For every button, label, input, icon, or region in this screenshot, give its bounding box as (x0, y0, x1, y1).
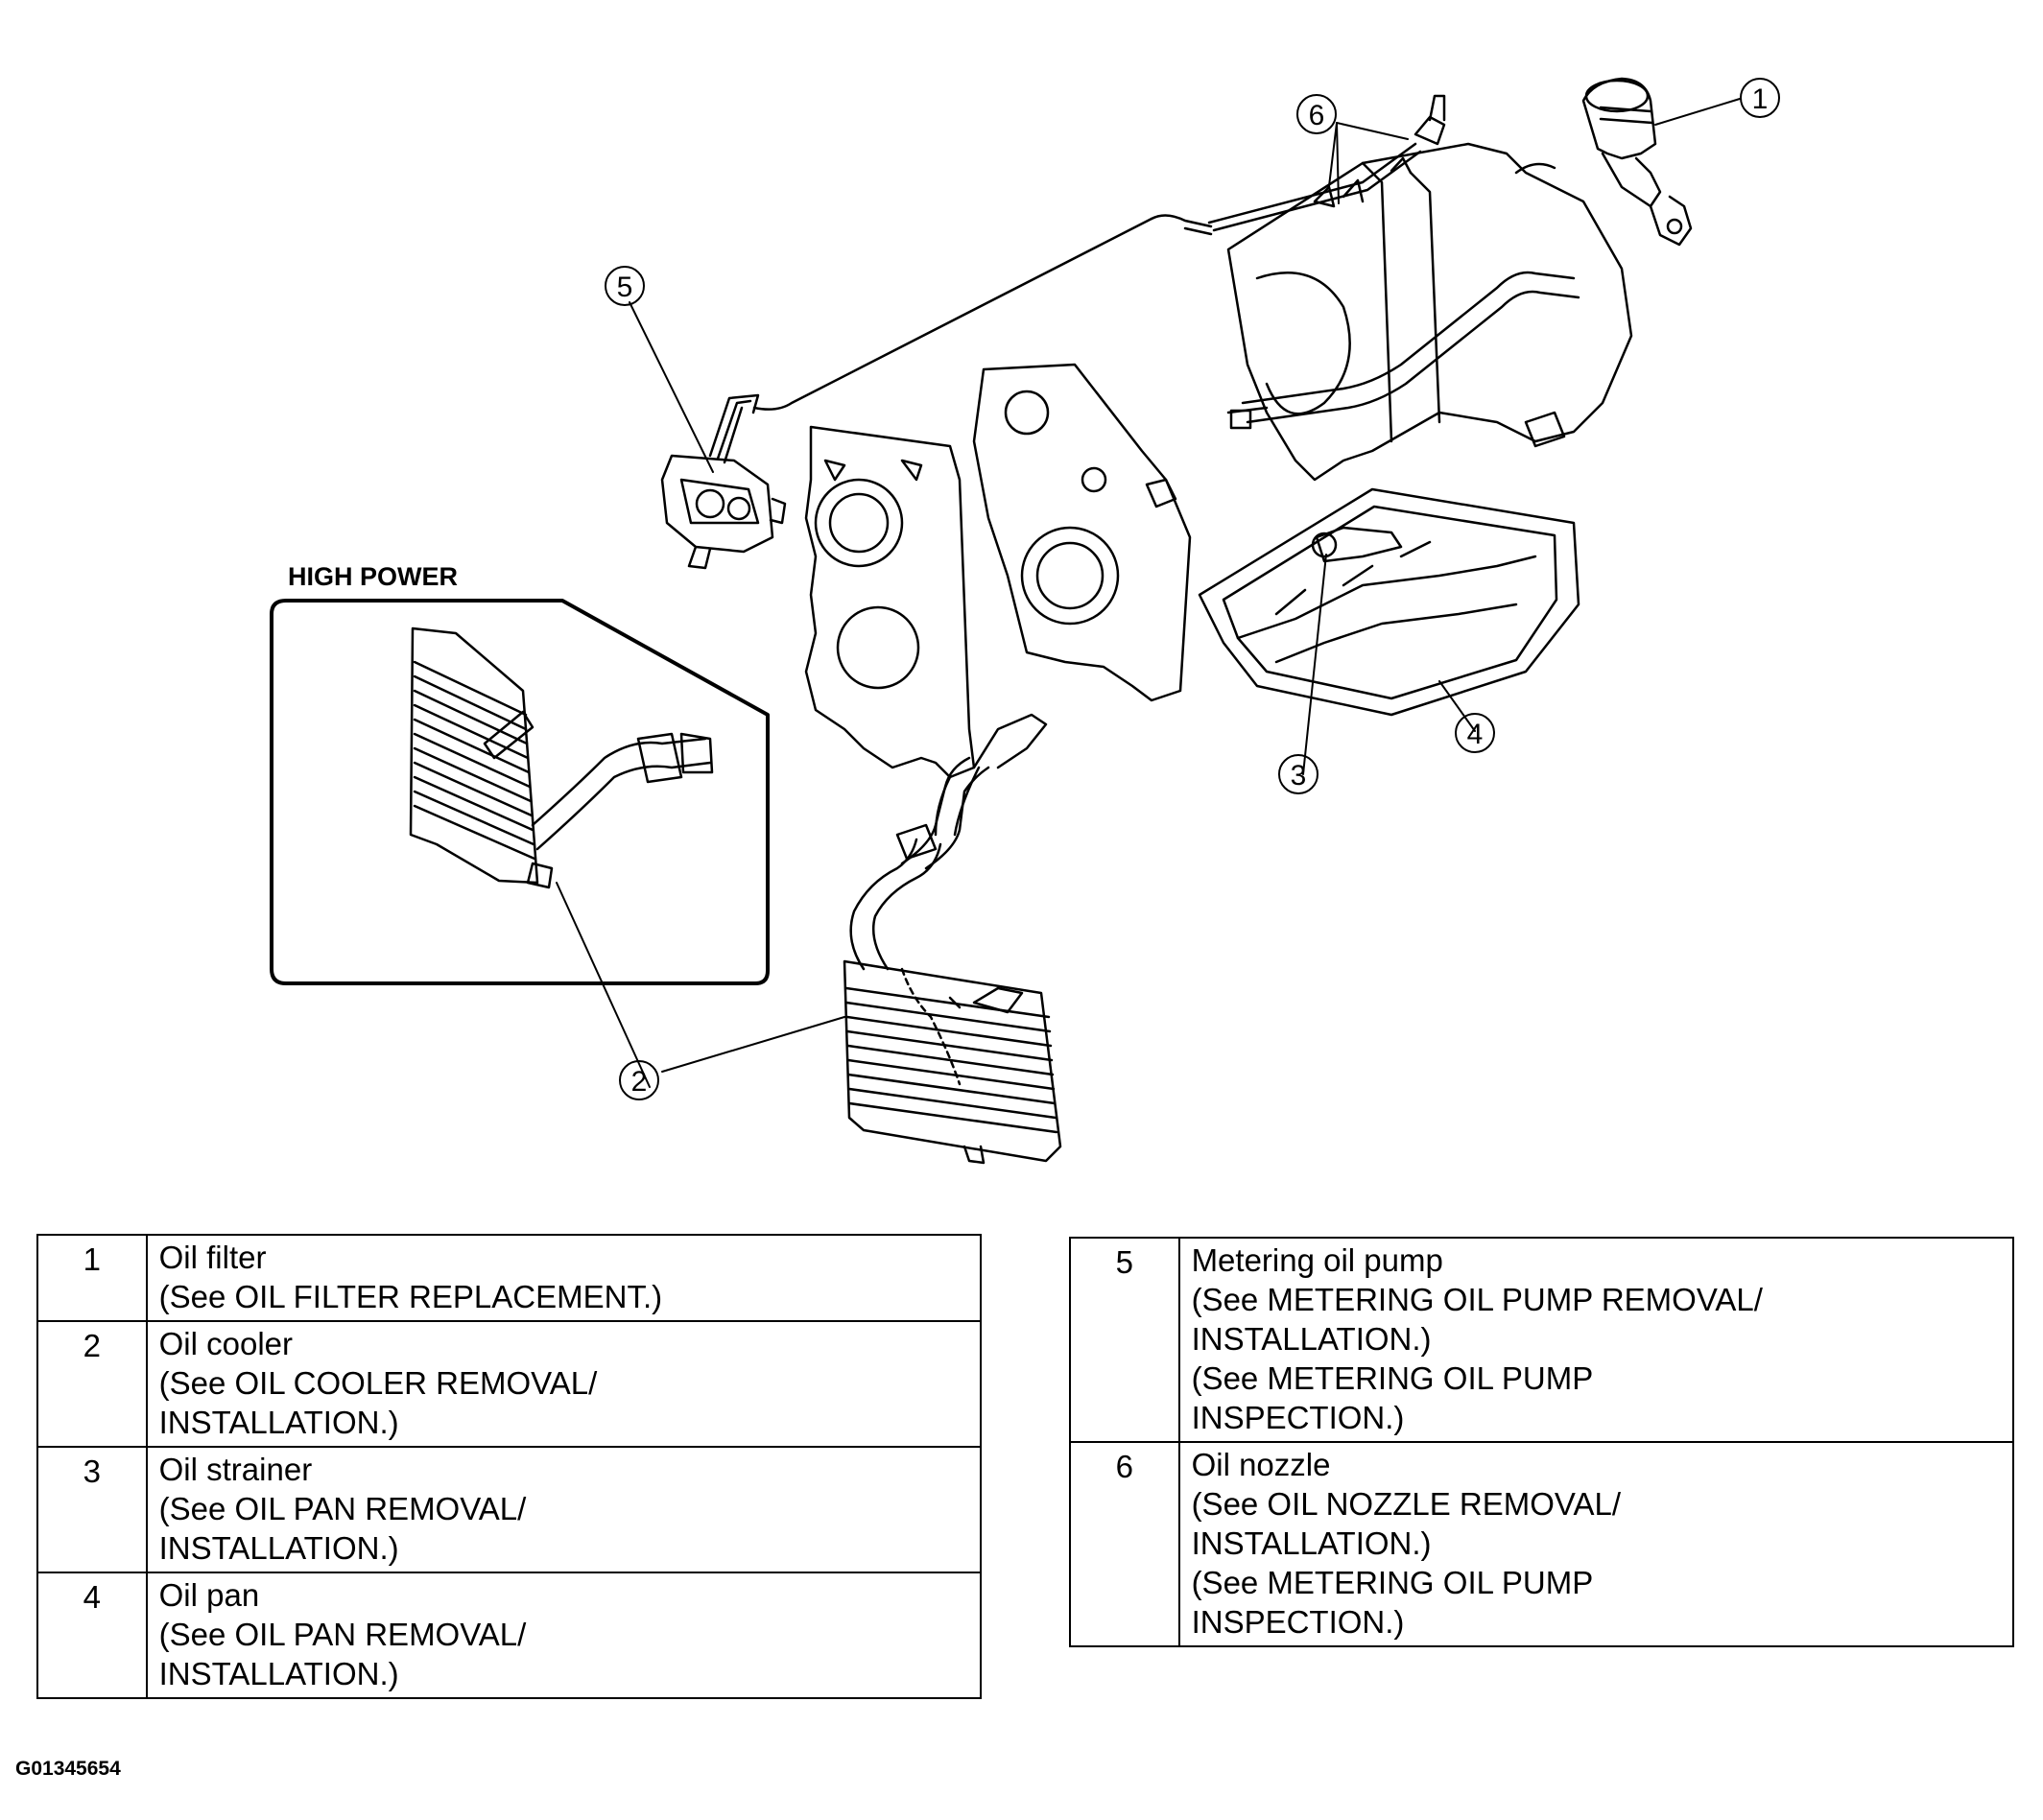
callout-label-1: 1 (1752, 83, 1769, 115)
item-reference: (See OIL PAN REMOVAL/ (158, 1617, 527, 1652)
item-name: Oil nozzle (1191, 1447, 1331, 1482)
table-row: 6 Oil nozzle (See OIL NOZZLE REMOVAL/ IN… (1069, 1441, 2015, 1647)
callout-circle-1 (1740, 78, 1780, 118)
item-number: 4 (36, 1572, 148, 1699)
item-reference: INSPECTION.) (1191, 1400, 1405, 1435)
item-description: Oil nozzle (See OIL NOZZLE REMOVAL/ INST… (1177, 1441, 2015, 1647)
item-reference: INSTALLATION.) (158, 1656, 399, 1691)
item-description: Metering oil pump (See METERING OIL PUMP… (1177, 1237, 2015, 1443)
item-number: 2 (36, 1320, 148, 1448)
item-description: Oil filter (See OIL FILTER REPLACEMENT.) (145, 1234, 983, 1322)
item-name: Oil strainer (158, 1452, 313, 1487)
oil-filter (1581, 77, 1693, 247)
callout-circle-3 (1278, 754, 1318, 794)
item-name: Oil cooler (158, 1326, 294, 1361)
table-row: 4 Oil pan (See OIL PAN REMOVAL/ INSTALLA… (36, 1572, 983, 1699)
item-reference: (See OIL COOLER REMOVAL/ (158, 1365, 598, 1401)
callout-circle-5 (605, 266, 645, 306)
item-name: Metering oil pump (1191, 1242, 1443, 1278)
callout-label-4: 4 (1467, 719, 1484, 750)
item-number: 1 (36, 1234, 148, 1322)
oil-nozzles (1207, 94, 1446, 232)
item-number: 3 (36, 1446, 148, 1573)
item-name: Oil pan (158, 1577, 260, 1613)
oil-pan (1198, 487, 1580, 717)
high-power-inset-title: HIGH POWER (288, 562, 458, 591)
table-row: 2 Oil cooler (See OIL COOLER REMOVAL/ IN… (36, 1320, 983, 1448)
item-reference: INSTALLATION.) (158, 1405, 399, 1440)
callout-label-2: 2 (631, 1066, 648, 1098)
item-reference: (See OIL PAN REMOVAL/ (158, 1491, 527, 1526)
high-power-inset-frame (270, 599, 770, 985)
engine-housings (804, 363, 1192, 837)
figure-code: G01345654 (15, 1758, 121, 1780)
exploded-diagram: 1 6 5 2 3 4 HIGH POWER (270, 77, 1780, 1165)
item-description: Oil pan (See OIL PAN REMOVAL/ INSTALLATI… (145, 1572, 983, 1699)
item-name: Oil filter (158, 1240, 267, 1275)
callout-circle-4 (1455, 713, 1495, 753)
oil-cooler-main (843, 756, 1062, 1165)
legend-table-right: 5 Metering oil pump (See METERING OIL PU… (1069, 1237, 2015, 1647)
table-row: 3 Oil strainer (See OIL PAN REMOVAL/ INS… (36, 1446, 983, 1573)
callout-label-6: 6 (1309, 100, 1325, 131)
item-reference: INSPECTION.) (1191, 1604, 1405, 1640)
callout-label-3: 3 (1291, 760, 1307, 792)
item-reference: (See METERING OIL PUMP (1191, 1565, 1594, 1600)
callout-circles (605, 78, 1780, 1100)
item-reference: INSTALLATION.) (158, 1530, 399, 1566)
item-reference: (See METERING OIL PUMP REMOVAL/ (1191, 1282, 1763, 1317)
item-reference: (See OIL NOZZLE REMOVAL/ (1191, 1486, 1622, 1522)
item-number: 6 (1069, 1441, 1180, 1647)
table-row: 5 Metering oil pump (See METERING OIL PU… (1069, 1237, 2015, 1443)
item-description: Oil strainer (See OIL PAN REMOVAL/ INSTA… (145, 1446, 983, 1573)
item-description: Oil cooler (See OIL COOLER REMOVAL/ INST… (145, 1320, 983, 1448)
callout-label-5: 5 (617, 272, 633, 303)
item-reference: INSTALLATION.) (1191, 1321, 1432, 1357)
item-number: 5 (1069, 1237, 1180, 1443)
rotor-housing-assembly (1226, 142, 1633, 482)
oil-cooler-inset (409, 626, 714, 889)
item-reference: (See METERING OIL PUMP (1191, 1360, 1594, 1396)
callout-circle-2a (619, 1060, 659, 1100)
leader-lines (556, 98, 1741, 1088)
callout-circle-6 (1296, 94, 1337, 134)
metering-oil-pump (660, 214, 1213, 570)
table-row: 1 Oil filter (See OIL FILTER REPLACEMENT… (36, 1234, 983, 1322)
legend-table-left: 1 Oil filter (See OIL FILTER REPLACEMENT… (36, 1234, 983, 1699)
item-reference: (See OIL FILTER REPLACEMENT.) (158, 1279, 663, 1314)
item-reference: INSTALLATION.) (1191, 1525, 1432, 1561)
